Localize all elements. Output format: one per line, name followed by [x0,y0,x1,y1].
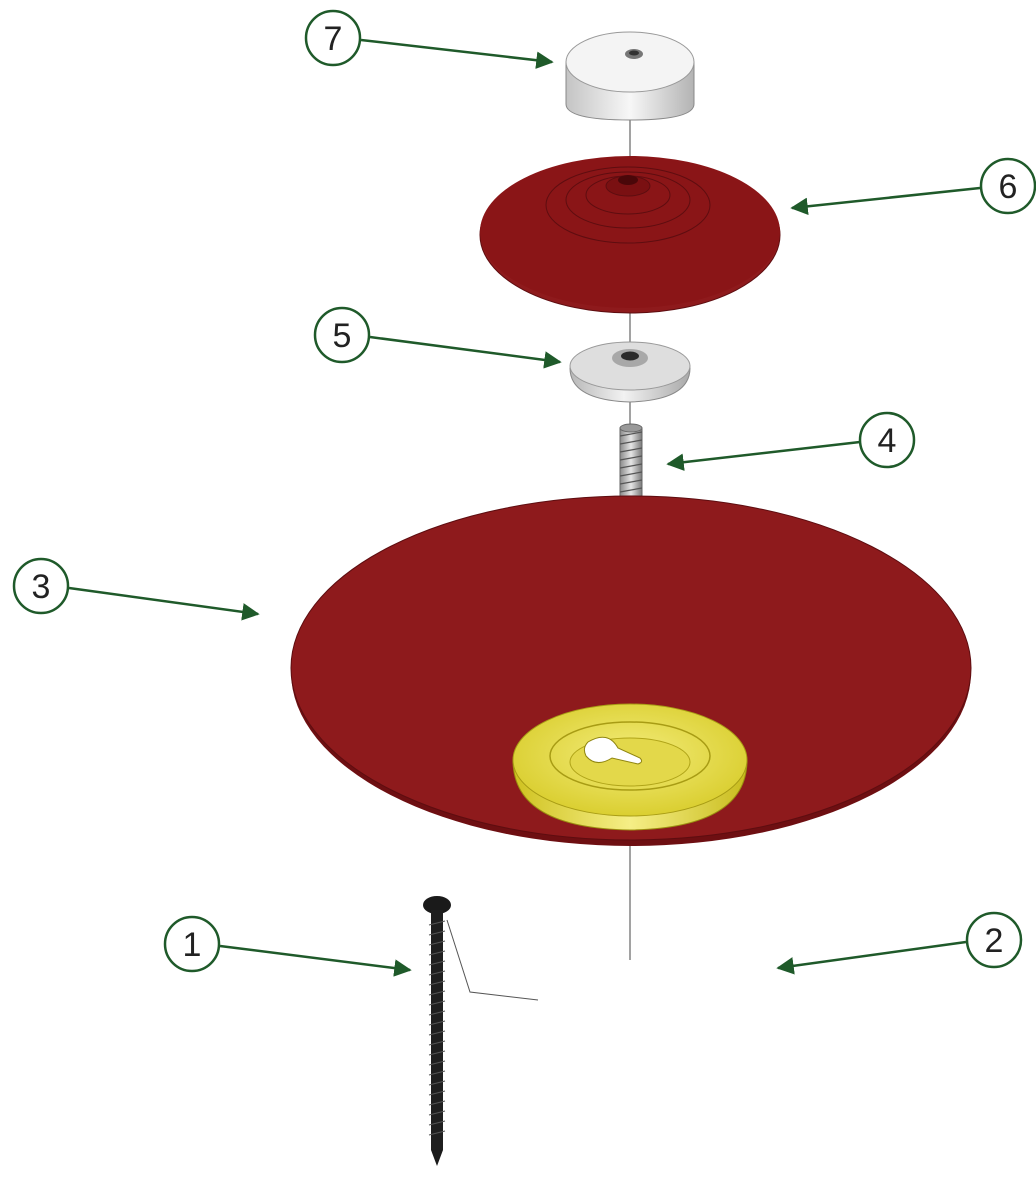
callout-2: 2 [776,911,1023,975]
base-cup-part [512,703,748,831]
metal-washer-part [569,341,691,403]
callout-label: 5 [333,317,352,355]
callout-label: 2 [985,922,1004,960]
screw-to-cup-guide-line [446,919,539,1001]
cap-nut-part [565,31,695,121]
callout-label: 4 [878,422,897,460]
callout-label: 7 [324,20,343,58]
callout-5: 5 [313,306,562,369]
callout-label: 1 [183,926,202,964]
callout-6: 6 [790,157,1036,216]
callout-7: 7 [304,9,554,69]
callout-label: 3 [32,568,51,606]
screw-part [423,896,539,1166]
callout-1: 1 [163,915,412,977]
large-red-disc-part [290,495,972,846]
callout-label: 6 [999,168,1018,206]
callout-3: 3 [12,557,260,621]
small-red-disc-part [479,156,781,314]
callout-4: 4 [666,411,916,471]
